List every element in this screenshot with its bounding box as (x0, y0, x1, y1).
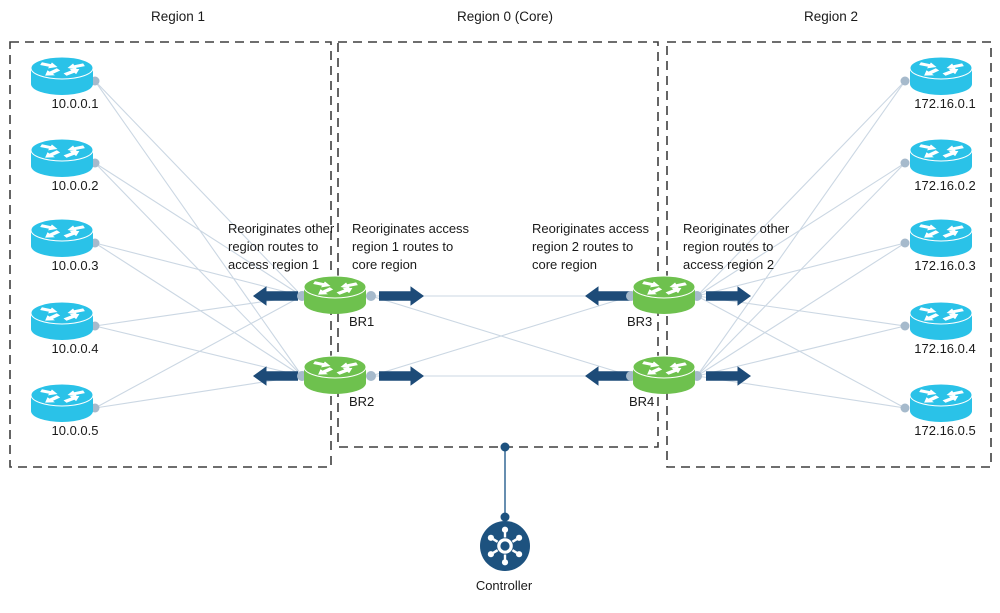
br1-label: BR1 (349, 314, 374, 329)
region1-link-lines (94, 80, 303, 409)
router-label: 10.0.0.2 (52, 178, 99, 193)
cisco-router-icon (910, 219, 972, 257)
annotation-line: core region (352, 257, 417, 272)
access-router-7 (910, 139, 972, 177)
router-label: 172.16.0.1 (914, 96, 975, 111)
annotation-line: core region (532, 257, 597, 272)
annotation-br1-core: Reoriginates access region 1 routes to c… (352, 221, 470, 272)
cisco-router-icon (633, 356, 695, 394)
border-router-br4 (633, 356, 695, 394)
cisco-router-icon (304, 356, 366, 394)
controller-link-dot-top (500, 442, 510, 452)
access-router-9 (910, 302, 972, 340)
annotation-line: region 1 routes to (352, 239, 453, 254)
cisco-router-icon (31, 302, 93, 340)
router-label: 10.0.0.5 (52, 423, 99, 438)
router-label: 172.16.0.4 (914, 341, 975, 356)
region-0-box (337, 41, 659, 448)
border-routers: BR1 BR2 BR3 BR4 (304, 276, 695, 409)
annotation-line: Reoriginates access (532, 221, 650, 236)
cisco-router-icon (31, 384, 93, 422)
region2-link-lines (696, 80, 906, 409)
border-router-br2 (304, 356, 366, 394)
region-0-title: Region 0 (Core) (457, 9, 553, 24)
access-router-6 (910, 57, 972, 95)
annotation-line: region routes to (228, 239, 318, 254)
cisco-router-icon (31, 219, 93, 257)
annotation-line: Reoriginates access (352, 221, 470, 236)
router-label: 10.0.0.4 (52, 341, 99, 356)
br2-label: BR2 (349, 394, 374, 409)
region1-routers: 10.0.0.1 10.0.0.2 10.0.0.3 10.0.0.4 10.0… (31, 57, 99, 438)
controller-link-dot-bottom (500, 512, 510, 522)
access-router-8 (910, 219, 972, 257)
core-link-lines (370, 295, 632, 377)
cisco-router-icon (910, 302, 972, 340)
router-label: 172.16.0.3 (914, 258, 975, 273)
region-1-title: Region 1 (151, 9, 205, 24)
br4-label: BR4 (629, 394, 654, 409)
cisco-router-icon (31, 139, 93, 177)
border-router-br3 (633, 276, 695, 314)
annotation-line: access region 2 (683, 257, 774, 272)
access-router-1 (31, 57, 93, 95)
cisco-router-icon (910, 384, 972, 422)
router-label: 10.0.0.3 (52, 258, 99, 273)
annotation-line: region routes to (683, 239, 773, 254)
annotation-br3-access: Reoriginates other region routes to acce… (683, 221, 790, 272)
annotation-br1-access: Reoriginates other region routes to acce… (228, 221, 335, 272)
access-router-5 (31, 384, 93, 422)
controller-label: Controller (476, 578, 533, 593)
router-label: 172.16.0.2 (914, 178, 975, 193)
region-1-box (9, 41, 332, 468)
annotation-line: Reoriginates other (228, 221, 335, 236)
controller-icon (478, 519, 532, 573)
controller-group: Controller (476, 442, 533, 593)
access-router-2 (31, 139, 93, 177)
access-router-3 (31, 219, 93, 257)
cisco-router-icon (31, 57, 93, 95)
cisco-router-icon (304, 276, 366, 314)
link-dots (90, 76, 910, 413)
cisco-router-icon (633, 276, 695, 314)
annotation-line: region 2 routes to (532, 239, 633, 254)
access-router-10 (910, 384, 972, 422)
access-router-4 (31, 302, 93, 340)
br2-arrow-to-core (379, 366, 424, 386)
hub-network-icon (478, 519, 532, 573)
region-2-title: Region 2 (804, 9, 858, 24)
cisco-router-icon (910, 139, 972, 177)
br3-label: BR3 (627, 314, 652, 329)
router-label: 10.0.0.1 (52, 96, 99, 111)
annotation-br3-core: Reoriginates access region 2 routes to c… (532, 221, 650, 272)
br1-arrow-to-core (379, 286, 424, 306)
annotation-line: access region 1 (228, 257, 319, 272)
cisco-router-icon (910, 57, 972, 95)
border-router-br1 (304, 276, 366, 314)
annotation-line: Reoriginates other (683, 221, 790, 236)
router-label: 172.16.0.5 (914, 423, 975, 438)
region2-routers: 172.16.0.1 172.16.0.2 172.16.0.3 172.16.… (910, 57, 976, 438)
